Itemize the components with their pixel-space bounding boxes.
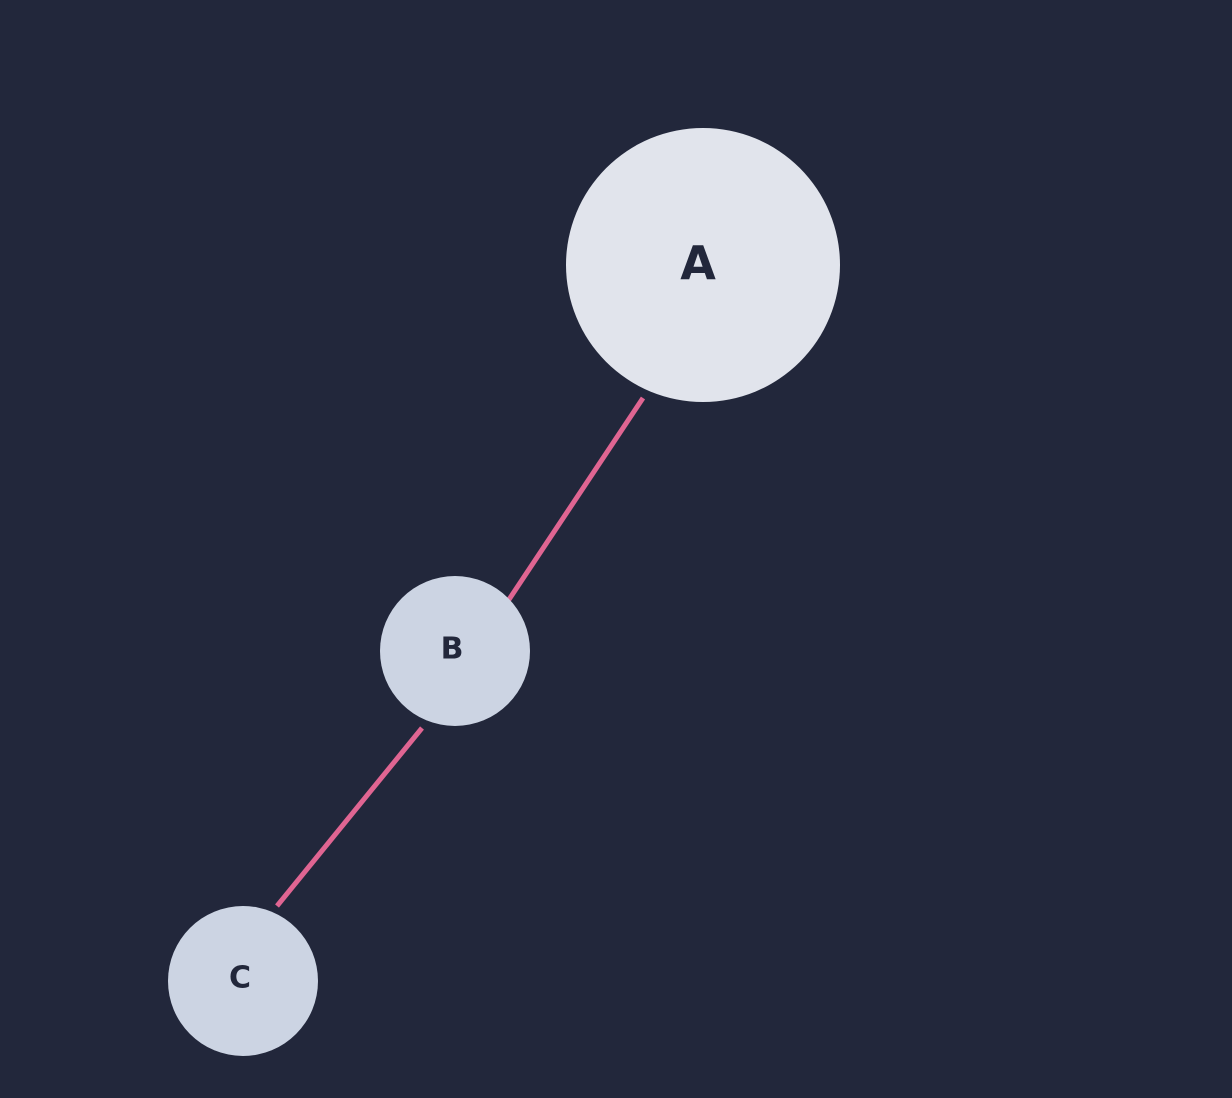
node-a-circle bbox=[566, 128, 840, 402]
node-a[interactable]: A bbox=[566, 128, 840, 402]
edge-b-c bbox=[275, 726, 424, 908]
node-c-circle bbox=[168, 906, 318, 1056]
edge-a-b bbox=[499, 396, 646, 612]
node-c[interactable]: C bbox=[168, 906, 318, 1056]
node-b-label: B bbox=[441, 632, 464, 667]
node-c-label: C bbox=[229, 961, 251, 996]
node-a-label: A bbox=[680, 236, 716, 290]
node-b-circle bbox=[380, 576, 530, 726]
node-b[interactable]: B bbox=[380, 576, 530, 726]
